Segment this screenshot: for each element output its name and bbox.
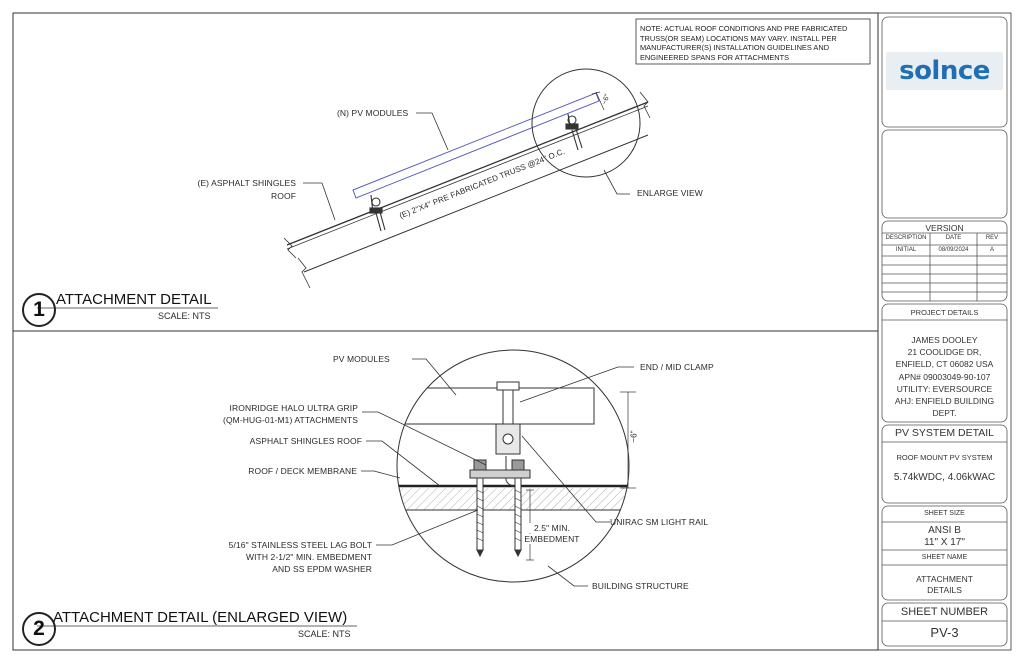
sheet-size-title: SHEET SIZE [924, 510, 965, 517]
company-logo: solnce [886, 52, 1003, 90]
titleblock-frame [877, 12, 1012, 651]
project-line: ENFIELD, CT 06082 USA [895, 359, 994, 370]
project-line: 21 COOLIDGE DR, [907, 347, 982, 358]
dim-6-d2: ~6" [629, 430, 639, 443]
detail1-attachments [369, 113, 583, 232]
detail1-scale: SCALE: NTS [158, 311, 211, 321]
sheet-name-title: SHEET NAME [921, 554, 968, 561]
pv-system-type: ROOF MOUNT PV SYSTEM [896, 453, 993, 462]
version-row-description: INITIAL [895, 247, 917, 253]
detail1-roof [283, 91, 651, 289]
project-details-block: JAMES DOOLEY 21 COOLIDGE DR, ENFIELD, CT… [882, 334, 1007, 419]
detail1-pv-module [352, 92, 600, 199]
label-roof-deck-membrane: ROOF / DECK MEMBRANE [248, 466, 357, 476]
label-pv-modules-d1: (N) PV MODULES [337, 108, 409, 118]
label-shingles-d1-line1: (E) ASPHALT SHINGLES [197, 178, 296, 188]
sheet-name-line2: DETAILS [927, 585, 962, 595]
logo-text: solnce [899, 56, 990, 86]
label-ironridge-line1: IRONRIDGE HALO ULTRA GRIP [229, 403, 358, 413]
pv-system-size: 5.74kWDC, 4.06kWAC [893, 472, 996, 483]
version-header-description: DESCRIPTION [885, 235, 927, 241]
sheet-number: PV-3 [930, 625, 959, 640]
version-title: VERSION [925, 223, 964, 233]
label-end-mid-clamp: END / MID CLAMP [640, 362, 714, 372]
version-header-rev: REV [985, 235, 999, 241]
detail1-title: ATTACHMENT DETAIL [56, 291, 212, 308]
version-row-rev: A [989, 247, 994, 253]
project-line: APN# 09003049-90-107 [898, 371, 991, 382]
label-lag-bolt-line1: 5/16" STAINLESS STEEL LAG BOLT [228, 540, 372, 550]
label-ironridge-line2: (QM-HUG-01-M1) ATTACHMENTS [223, 415, 358, 425]
sheet-size-line2: 11" X 17" [924, 537, 965, 548]
project-line: DEPT. [932, 408, 957, 419]
label-shingles-d1-line2: ROOF [271, 191, 296, 201]
label-unirac-rail: UNIRAC SM LIGHT RAIL [610, 517, 709, 527]
project-line: AHJ: ENFIELD BUILDING [894, 396, 995, 407]
detail2-scale: SCALE: NTS [298, 629, 351, 639]
pv-system-detail-title: PV SYSTEM DETAIL [895, 427, 994, 439]
detail1-enlarge-circle [531, 68, 641, 178]
version-header-date: DATE [945, 235, 962, 241]
sheet-name-line1: ATTACHMENT [916, 574, 973, 584]
detail1-number: 1 [22, 293, 56, 327]
sheet-size-line1: ANSI B [928, 525, 961, 536]
label-pv-modules-d2: PV MODULES [333, 354, 390, 364]
label-lag-bolt-line3: AND SS EPDM WASHER [272, 564, 372, 574]
version-row-date: 08/09/2024 [938, 247, 969, 253]
label-enlarge-view: ENLARGE VIEW [637, 188, 703, 198]
project-line: UTILITY: EVERSOURCE [896, 383, 993, 394]
detail2-lag-bolts [476, 477, 522, 558]
label-embedment-line1: 2.5" MIN. [522, 523, 582, 533]
label-lag-bolt-line2: WITH 2-1/2" MIN. EMBEDMENT [245, 552, 372, 562]
project-details-title: PROJECT DETAILS [910, 308, 979, 317]
label-embedment-line2: EMBEDMENT [522, 534, 582, 544]
project-line: JAMES DOOLEY [911, 335, 978, 345]
detail2-number: 2 [22, 612, 56, 646]
detail2-clamp [469, 381, 531, 487]
detail2-title: ATTACHMENT DETAIL (ENLARGED VIEW) [53, 609, 348, 626]
general-note: NOTE: ACTUAL ROOF CONDITIONS AND PRE FAB… [640, 24, 848, 62]
sheet-number-title: SHEET NUMBER [900, 606, 989, 618]
label-asphalt-shingles-roof: ASPHALT SHINGLES ROOF [249, 436, 362, 446]
label-building-structure: BUILDING STRUCTURE [592, 581, 689, 591]
